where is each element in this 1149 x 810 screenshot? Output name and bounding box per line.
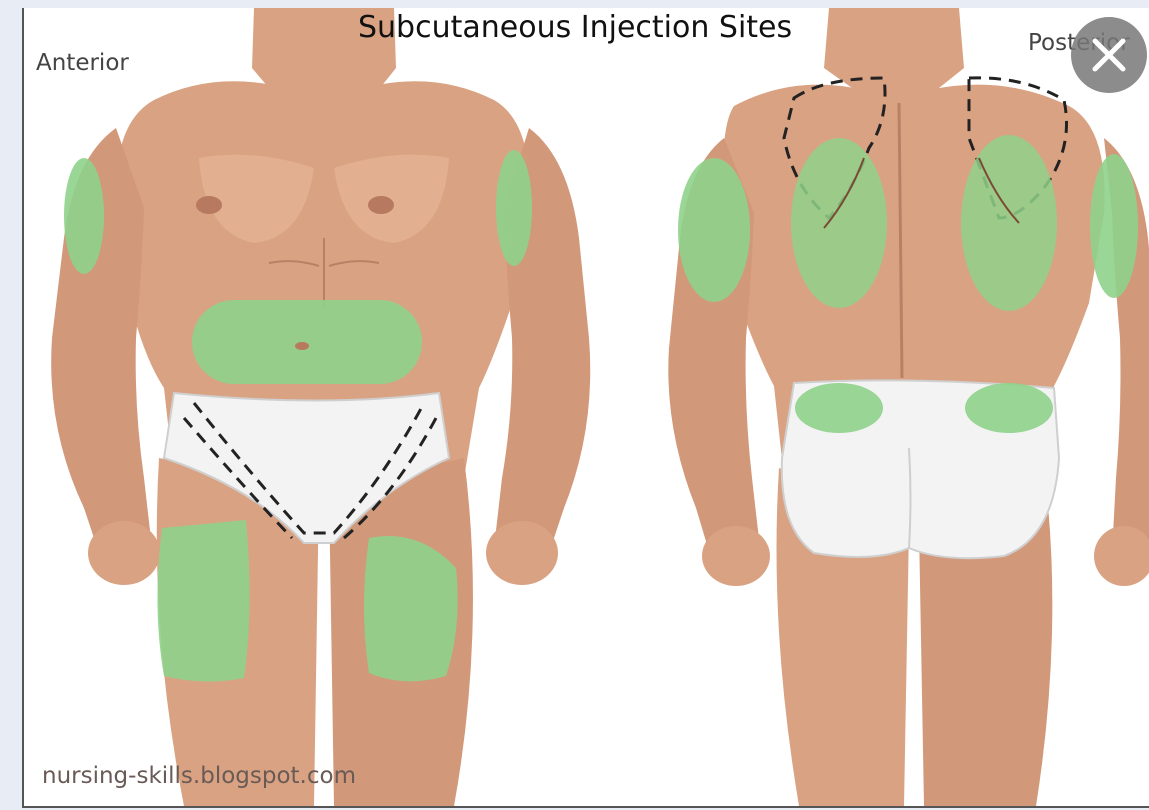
anterior-label: Anterior — [36, 50, 129, 76]
injection-sites-illustration — [24, 8, 1149, 806]
posterior-figure — [668, 8, 1149, 806]
close-button[interactable] — [1071, 17, 1147, 93]
watermark: nursing-skills.blogspot.com — [42, 763, 356, 789]
image-frame: Subcutaneous Injection Sites Anterior Po… — [22, 8, 1149, 808]
image-title: Subcutaneous Injection Sites — [358, 10, 792, 45]
anterior-figure — [51, 8, 590, 806]
close-icon — [1071, 17, 1147, 93]
